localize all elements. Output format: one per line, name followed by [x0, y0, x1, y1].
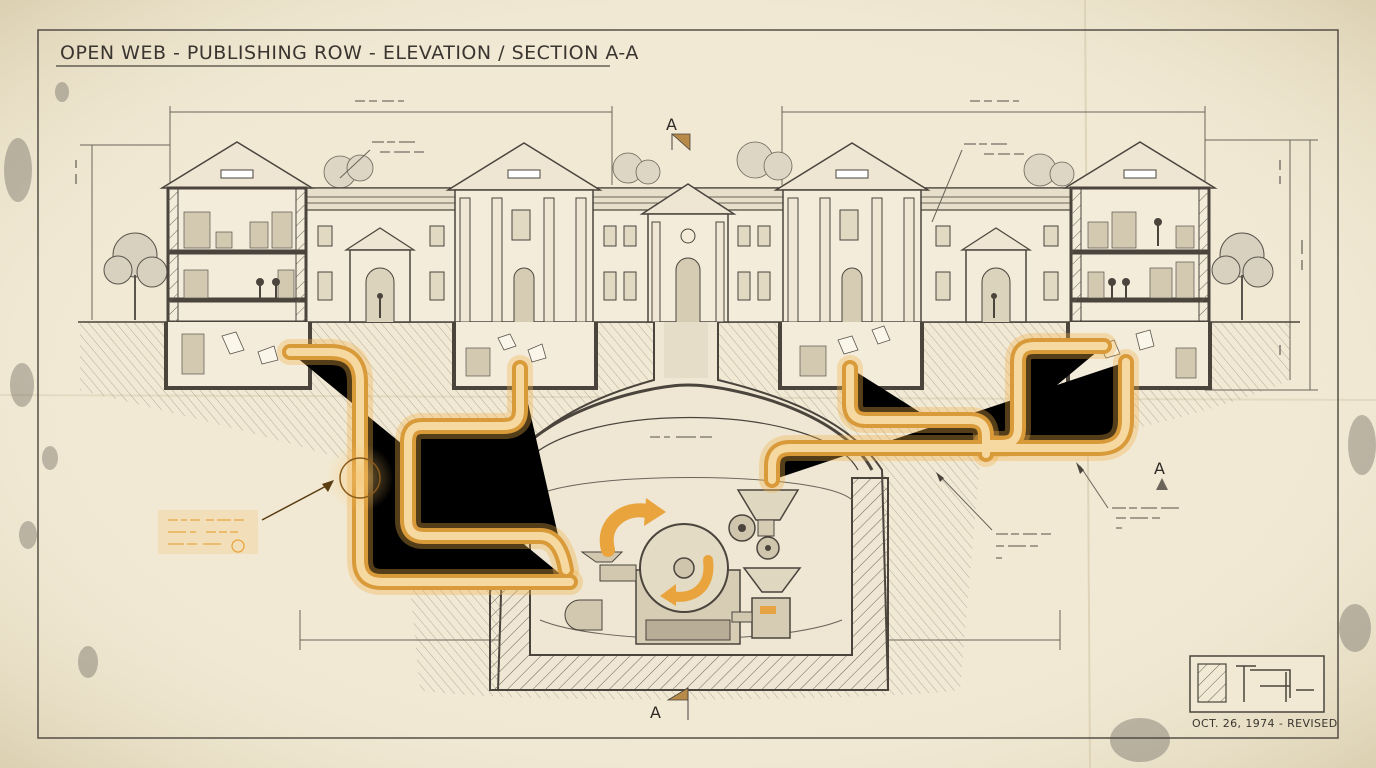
detail-circle-icon	[261, 444, 394, 521]
fingerprint-smudges	[4, 82, 1376, 762]
trees	[103, 141, 1274, 320]
document-flow-pipes	[290, 346, 1126, 606]
grinding-mill-icon	[564, 489, 802, 645]
drawing-border	[37, 29, 1339, 739]
stamp-icon	[1197, 663, 1314, 703]
left-portico	[343, 227, 417, 323]
section-building-right	[1062, 141, 1218, 324]
right-portico	[959, 227, 1033, 323]
section-building-left	[159, 141, 315, 324]
drawing-title: OPEN WEB - PUBLISHING ROW - ELEVATION / …	[60, 42, 639, 64]
section-marker-right: A	[1154, 459, 1165, 478]
detail-annotation	[158, 510, 258, 554]
section-marker-bottom: A	[650, 703, 661, 722]
leader-annotations	[339, 141, 1179, 559]
tree-left	[103, 232, 168, 320]
revision-date: OCT. 26, 1974 - REVISED	[1192, 717, 1338, 730]
temple-center	[639, 183, 737, 323]
title-block: OCT. 26, 1974 - REVISED	[1189, 655, 1338, 730]
building-row	[159, 141, 1218, 324]
temple-center-left	[445, 142, 603, 323]
tree-right	[1211, 232, 1274, 320]
dimension-scribbles	[75, 100, 1303, 355]
section-marker-top: A	[666, 115, 677, 134]
section-cut-flag-icon: A A A	[650, 115, 1168, 722]
